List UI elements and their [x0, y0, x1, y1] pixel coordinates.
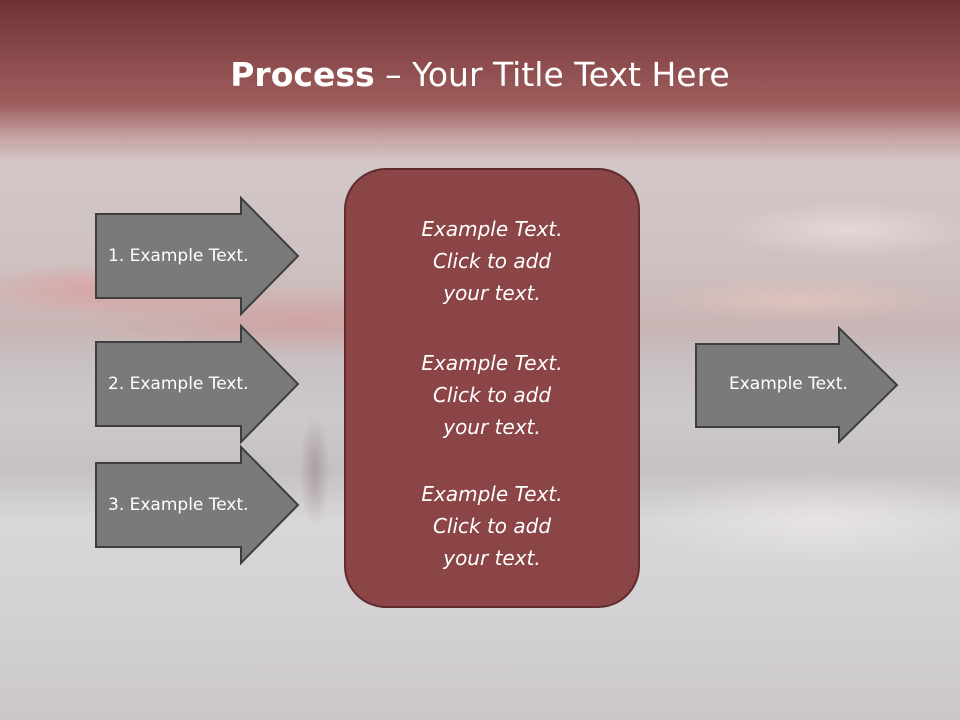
block-1-line-3: your text.	[443, 281, 541, 305]
center-text-block-3[interactable]: Example Text. Click to add your text.	[344, 478, 640, 574]
block-3-line-3: your text.	[443, 546, 541, 570]
center-text-block-2[interactable]: Example Text. Click to add your text.	[344, 347, 640, 443]
left-arrow-3-label: 3. Example Text.	[108, 495, 249, 515]
block-1-line-2: Click to add	[432, 249, 552, 273]
block-2-line-2: Click to add	[432, 383, 552, 407]
person-silhouette	[290, 385, 340, 555]
right-arrow[interactable]	[695, 325, 899, 445]
block-2-line-3: your text.	[443, 415, 541, 439]
block-3-line-1: Example Text.	[421, 482, 563, 506]
center-text-block-1[interactable]: Example Text. Click to add your text.	[344, 213, 640, 309]
center-text-box[interactable]	[344, 168, 640, 608]
title-band	[0, 0, 960, 160]
left-arrow-1[interactable]	[95, 195, 300, 317]
left-arrow-2[interactable]	[95, 323, 300, 445]
left-arrow-3[interactable]	[95, 444, 300, 566]
right-arrow-label: Example Text.	[729, 374, 848, 394]
block-3-line-2: Click to add	[432, 514, 552, 538]
block-2-line-1: Example Text.	[421, 351, 563, 375]
title-rest: – Your Title Text Here	[374, 55, 730, 94]
left-arrow-2-label: 2. Example Text.	[108, 374, 249, 394]
block-1-line-1: Example Text.	[421, 217, 563, 241]
title-bold: Process	[230, 55, 375, 94]
left-arrow-1-label: 1. Example Text.	[108, 246, 249, 266]
slide-title[interactable]: Process – Your Title Text Here	[0, 52, 960, 98]
